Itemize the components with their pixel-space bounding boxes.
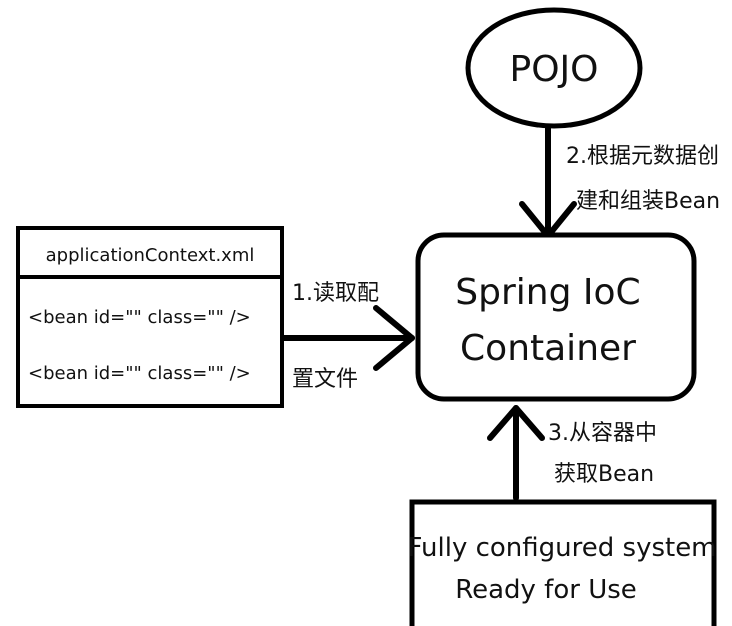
step3-label: 3.从容器中 获取Bean <box>548 421 657 487</box>
pojo-label: POJO <box>510 49 599 90</box>
container-line2: Container <box>460 328 636 369</box>
step1-line1: 1.读取配 <box>292 281 379 306</box>
config-file-title: applicationContext.xml <box>46 245 255 266</box>
arrow-config-to-container <box>281 305 415 371</box>
container-line1: Spring IoC <box>455 272 640 313</box>
system-line1: Fully configured system <box>407 533 716 563</box>
step2-line1: 2.根据元数据创 <box>566 144 719 169</box>
step2-line2: 建和组装Bean <box>576 189 720 214</box>
container-node: Spring IoC Container <box>415 232 697 402</box>
pojo-node: POJO <box>465 7 643 129</box>
step1-label: 1.读取配 置文件 <box>292 281 379 392</box>
system-node: Fully configured system Ready for Use <box>407 499 717 626</box>
config-bean-line-2: <bean id="" class="" /> <box>28 363 251 384</box>
config-bean-line-1: <bean id="" class="" /> <box>28 307 251 328</box>
arrow-system-to-container <box>487 405 545 501</box>
step2-label: 2.根据元数据创 建和组装Bean <box>566 144 720 214</box>
step3-line2: 获取Bean <box>554 462 654 487</box>
step1-line2: 置文件 <box>292 367 358 392</box>
step3-line1: 3.从容器中 <box>548 421 657 446</box>
system-line2: Ready for Use <box>455 575 637 605</box>
config-file-box: applicationContext.xml <bean id="" class… <box>16 226 284 408</box>
